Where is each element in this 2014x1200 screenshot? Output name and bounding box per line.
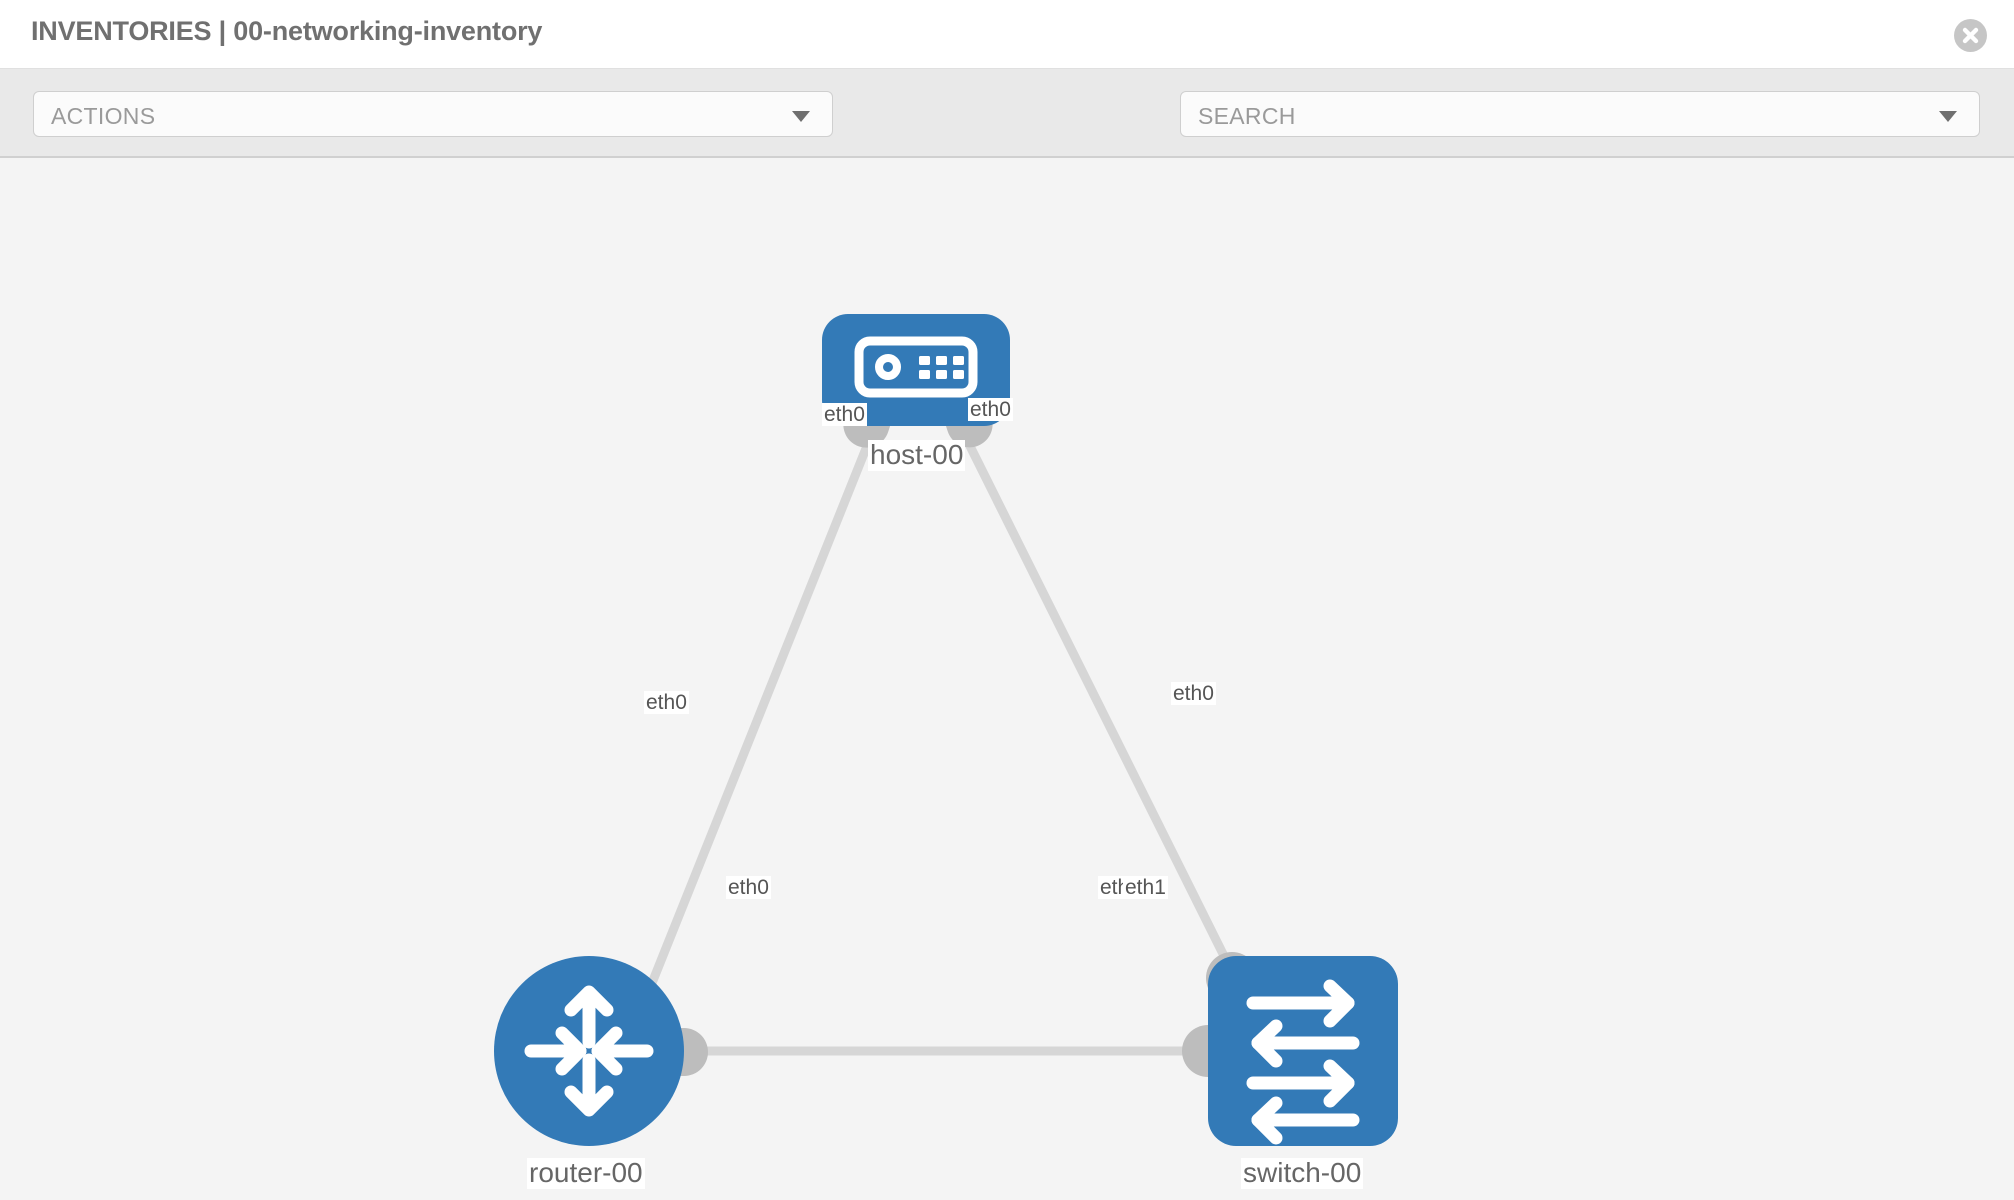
node-label-switch: switch-00 bbox=[1241, 1157, 1364, 1189]
edge-label: eth0 bbox=[726, 876, 771, 900]
search-placeholder: SEARCH bbox=[1198, 103, 1296, 129]
chevron-down-icon bbox=[792, 111, 810, 122]
page-header: INVENTORIES | 00-networking-inventory bbox=[0, 0, 2014, 69]
edge-label: eth0 bbox=[644, 691, 689, 715]
server-icon bbox=[854, 336, 978, 398]
node-label-host: host-00 bbox=[868, 439, 966, 471]
edge-label: eth1 bbox=[1123, 876, 1168, 900]
close-icon[interactable] bbox=[1954, 19, 1987, 52]
actions-dropdown[interactable]: ACTIONS bbox=[33, 91, 833, 137]
node-label-router: router-00 bbox=[527, 1157, 645, 1189]
topology-graph bbox=[494, 314, 1398, 1146]
node-switch-00[interactable] bbox=[1208, 956, 1398, 1146]
node-router-00[interactable] bbox=[494, 956, 684, 1146]
edge-label: eth0 bbox=[822, 403, 867, 427]
edge-label: eth0 bbox=[968, 398, 1013, 422]
chevron-down-icon bbox=[1939, 111, 1957, 122]
topology-links bbox=[635, 423, 1240, 1056]
actions-dropdown-label: ACTIONS bbox=[51, 103, 156, 129]
switch-arrows-icon bbox=[1246, 979, 1360, 1145]
topology-ports bbox=[660, 363, 1258, 1077]
router-arrows-icon bbox=[524, 985, 654, 1117]
toolbar: ACTIONS SEARCH bbox=[0, 69, 2014, 196]
search-input[interactable]: SEARCH bbox=[1180, 91, 1980, 137]
link-host-router[interactable] bbox=[635, 424, 880, 1015]
page-title: INVENTORIES | 00-networking-inventory bbox=[31, 16, 543, 46]
link-host-switch[interactable] bbox=[955, 423, 1240, 981]
node-host-00[interactable] bbox=[822, 314, 1010, 426]
edge-label: eth0 bbox=[1171, 682, 1216, 706]
topology-canvas[interactable]: eth0 eth0 eth0 eth0 eth0 eth0 eth1 host-… bbox=[0, 158, 2014, 1200]
